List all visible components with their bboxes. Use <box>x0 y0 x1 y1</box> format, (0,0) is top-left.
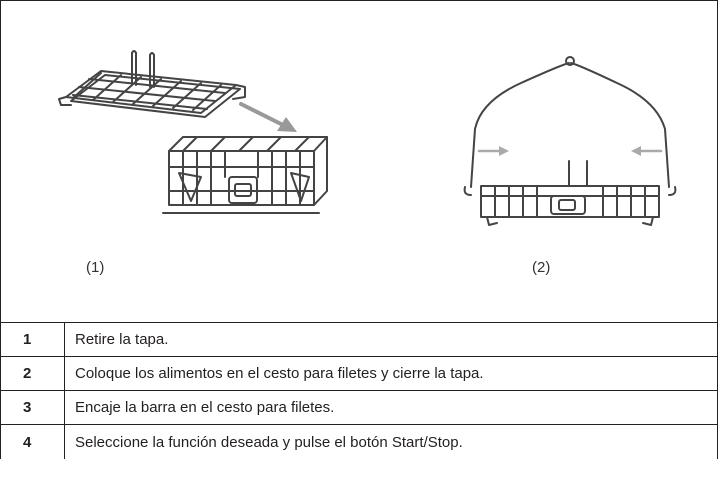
step-row: 3 Encaje la barra en el cesto para filet… <box>0 390 718 425</box>
step-number: 3 <box>0 390 65 425</box>
figure-caption-1: (1) <box>86 259 105 276</box>
step-text: Coloque los alimentos en el cesto para f… <box>64 356 718 391</box>
step-text: Retire la tapa. <box>64 322 718 357</box>
step-text: Encaje la barra en el cesto para filetes… <box>64 390 718 425</box>
step-number: 1 <box>0 322 65 357</box>
illustration-panel: (1) (2) <box>0 0 718 323</box>
grill-lid-drawing <box>58 50 246 118</box>
step-number: 4 <box>0 424 65 459</box>
figure-caption-2: (2) <box>532 259 551 276</box>
insert-direction-arrow <box>239 102 289 129</box>
step-row: 1 Retire la tapa. <box>0 322 718 357</box>
assembly-illustration <box>58 50 677 226</box>
step-text: Seleccione la función deseada y pulse el… <box>64 424 718 459</box>
instruction-steps-table: 1 Retire la tapa. 2 Coloque los alimento… <box>0 322 718 459</box>
step-row: 2 Coloque los alimentos en el cesto para… <box>0 356 718 391</box>
fillet-basket-drawing <box>162 136 328 214</box>
step-number: 2 <box>0 356 65 391</box>
basket-with-handle-drawing <box>463 56 677 226</box>
step-row: 4 Seleccione la función deseada y pulse … <box>0 424 718 459</box>
